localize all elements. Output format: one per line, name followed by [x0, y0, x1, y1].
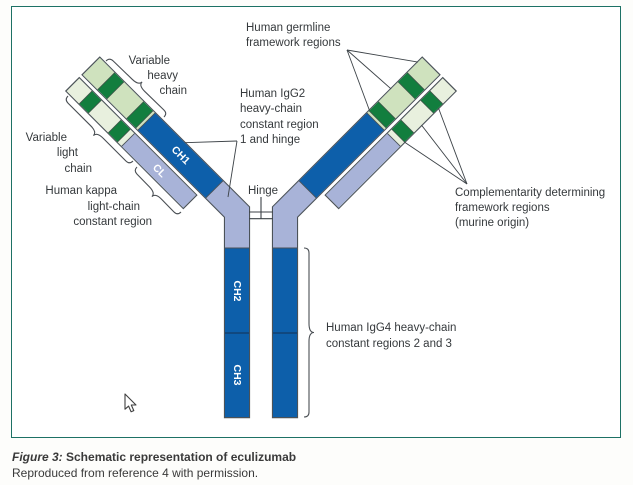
ch3-label: CH3	[231, 364, 243, 385]
label-line: Human kappa	[45, 185, 117, 197]
hinge-lines	[249, 197, 273, 220]
label-line: constant regions 2 and 3	[326, 337, 452, 350]
brace-kappa-constant	[134, 166, 182, 215]
label-line: constant region	[240, 118, 319, 131]
caption-figure-number: Figure 3:	[12, 450, 63, 464]
label-line: light	[56, 147, 78, 159]
mouse-cursor-icon	[124, 393, 137, 413]
braces	[65, 58, 315, 418]
figure-caption: Figure 3: Schematic representation of ec…	[12, 449, 296, 481]
caption-title: Figure 3: Schematic representation of ec…	[12, 450, 297, 464]
brace-variable-light	[65, 95, 134, 164]
label-line: Complementarity determining	[455, 187, 606, 199]
right-arm	[271, 56, 458, 419]
brace-variable-heavy	[105, 58, 167, 118]
label-line: framework regions	[455, 202, 550, 214]
label-line: heavy-chain	[240, 103, 303, 116]
label-line: Human IgG2	[240, 88, 306, 100]
label-line: constant region	[73, 216, 152, 228]
ch2-label: CH2	[231, 280, 243, 301]
label-line: chain	[64, 163, 93, 175]
label-line: Hinge	[248, 185, 279, 197]
brace-igg4	[303, 247, 315, 418]
caption-source: Reproduced from reference 4 with permiss…	[12, 466, 259, 480]
label-line: 1 and hinge	[240, 133, 301, 146]
label-line: Human IgG4 heavy-chain	[326, 322, 457, 334]
label-line: chain	[159, 85, 188, 97]
label-line: framework regions	[246, 37, 341, 49]
label-line: Human germline	[246, 22, 331, 34]
label-line: light-chain	[87, 201, 140, 213]
label-line: (murine origin)	[455, 217, 530, 229]
label-line: heavy	[147, 70, 178, 82]
label-line: Variable	[128, 55, 170, 67]
label-line: Variable	[25, 132, 67, 144]
leader-lines	[184, 49, 468, 198]
